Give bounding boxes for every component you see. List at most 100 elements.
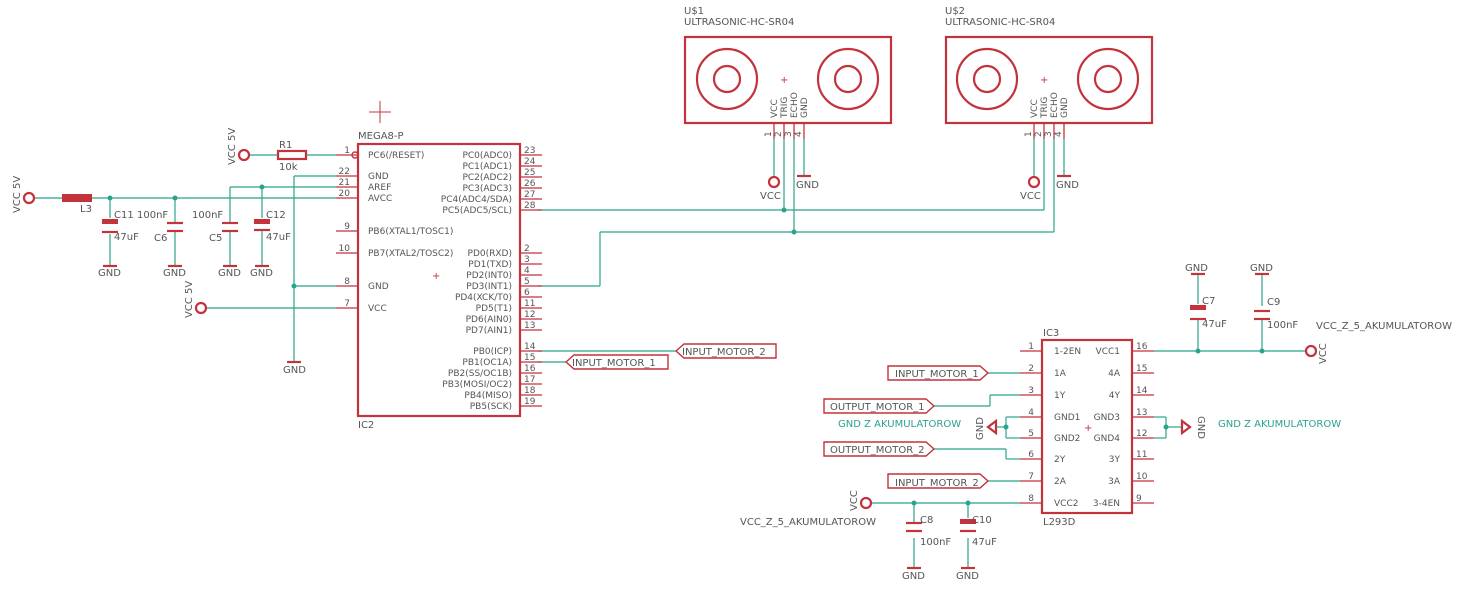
net-label-output-motor-1[interactable]: OUTPUT_MOTOR_1: [823, 398, 936, 414]
capacitor-c10[interactable]: C10 47uF: [960, 515, 997, 548]
net-label-input-motor-2-b[interactable]: INPUT_MOTOR_2: [887, 473, 990, 489]
ultrasonic-sensor-u1[interactable]: U$1 ULTRASONIC-HC-SR04 + VCC TRIG ECHO G…: [683, 6, 893, 139]
net-label-input-motor-1-a[interactable]: INPUT_MOTOR_1: [564, 354, 669, 370]
capacitor-c6[interactable]: 100nF C6: [137, 210, 183, 244]
svg-text:INPUT_MOTOR_1: INPUT_MOTOR_1: [895, 369, 979, 380]
ic2-pin-name: PD3(INT1): [466, 282, 512, 292]
u2-pin-vcc: VCC: [1030, 99, 1040, 118]
resistor-r1[interactable]: VCC 5V R1 10k: [227, 128, 308, 173]
capacitor-c7[interactable]: C7 47uF: [1190, 296, 1227, 330]
ic2-pin-name: GND: [368, 282, 389, 292]
ic3-pin-name: 4A: [1108, 369, 1121, 379]
ic3-pin-name: 2A: [1054, 477, 1067, 487]
ultrasonic-sensor-u2[interactable]: U$2 ULTRASONIC-HC-SR04 + VCC TRIG ECHO G…: [944, 6, 1154, 139]
ic3-pin-6[interactable]: 6 2Y: [1020, 450, 1066, 465]
ic2-pin-number: 6: [524, 288, 530, 298]
svg-text:VCC 5V: VCC 5V: [184, 281, 195, 318]
ground-symbols-left: GND GND GND GND GND: [98, 264, 306, 376]
ic3-pin-name: 3Y: [1109, 455, 1121, 465]
capacitor-c8[interactable]: C8 100nF: [906, 515, 951, 548]
net-label-output-motor-2[interactable]: OUTPUT_MOTOR_2: [823, 441, 936, 457]
svg-text:100nF: 100nF: [920, 537, 951, 548]
ic3-pin-name: 2Y: [1054, 455, 1066, 465]
capacitor-c11[interactable]: C11 47uF: [102, 210, 139, 243]
ic2-pin-number: 22: [339, 167, 350, 177]
ic3-pin-9[interactable]: 93-4EN: [1093, 494, 1154, 509]
ic2-pin-number: 11: [524, 299, 535, 309]
svg-text:VCC_Z_5_AKUMULATOROW: VCC_Z_5_AKUMULATOROW: [1316, 321, 1452, 332]
svg-text:10k: 10k: [279, 162, 298, 173]
ic2-pin-number: 21: [339, 178, 350, 188]
svg-text:C10: C10: [972, 515, 992, 526]
ic2-pin-name: PD6(AIN0): [466, 315, 512, 325]
capacitor-c9[interactable]: C9 100nF: [1254, 297, 1298, 331]
capacitor-c5[interactable]: 100nF C5: [192, 210, 238, 244]
ic2-pin-number: 20: [339, 189, 351, 199]
svg-text:R1: R1: [279, 140, 292, 151]
svg-text:GND: GND: [1185, 263, 1208, 274]
ground-icon: [1180, 418, 1192, 436]
svg-text:C6: C6: [154, 233, 167, 244]
svg-text:VCC: VCC: [760, 191, 781, 202]
ic3-pin-name: VCC1: [1096, 347, 1120, 357]
ic3-name: IC3: [1043, 328, 1059, 339]
svg-text:GND: GND: [218, 268, 241, 279]
inductor-l3[interactable]: L3: [62, 194, 92, 215]
ic3-pin-number: 6: [1028, 450, 1034, 460]
net-label-input-motor-2-a[interactable]: INPUT_MOTOR_2: [674, 343, 777, 359]
ic3-body: [1040, 338, 1134, 515]
ic3-pin-name: GND3: [1094, 413, 1120, 423]
capacitor-c12[interactable]: C12 47uF: [254, 210, 291, 243]
svg-text:GND: GND: [163, 268, 186, 279]
svg-text:GND Z AKUMULATOROW: GND Z AKUMULATOROW: [1218, 419, 1341, 430]
net-label-input-motor-1-b[interactable]: INPUT_MOTOR_1: [887, 365, 990, 381]
svg-text:VCC: VCC: [849, 490, 860, 511]
